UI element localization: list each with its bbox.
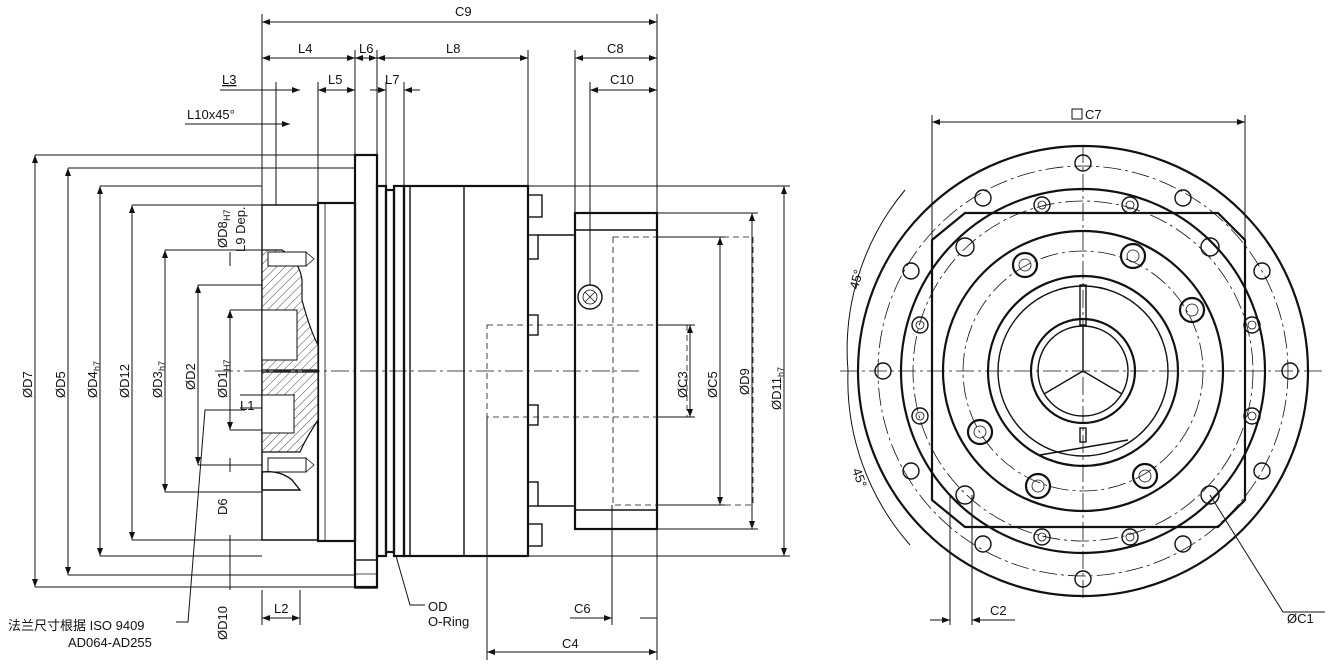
label-l6: L6 — [359, 41, 373, 56]
adapter-holes — [955, 237, 1220, 505]
label-c3: ØC3 — [675, 371, 690, 398]
label-d10: ØD10 — [215, 606, 230, 640]
label-c4: C4 — [562, 636, 579, 651]
outer-flange-circle — [856, 144, 1310, 598]
label-angle-1: 45° — [846, 268, 866, 291]
housing — [402, 184, 530, 558]
input-bore — [1029, 317, 1137, 425]
label-d12: ØD12 — [117, 364, 132, 398]
label-c5: ØC5 — [705, 371, 720, 398]
label-d1: ØD1 — [215, 371, 230, 398]
note-iso-line1: 法兰尺寸根据 ISO 9409 — [8, 618, 145, 633]
label-d4-sub: h7 — [92, 361, 102, 371]
label-d1-sub: H7 — [222, 359, 232, 371]
label-d8: ØD8 — [215, 221, 230, 248]
label-d8-sub: H7 — [222, 209, 232, 221]
square-symbol — [1071, 108, 1083, 120]
label-c8: C8 — [607, 41, 624, 56]
label-l3: L3 — [222, 72, 236, 87]
note-iso-line2: AD064-AD255 — [68, 635, 152, 650]
label-l1: L1 — [240, 398, 254, 413]
label-l2: L2 — [274, 601, 288, 616]
label-d9: ØD9 — [737, 368, 752, 395]
label-oring: O-Ring — [428, 614, 469, 629]
front-view: C7 C2 ØC1 45° 45° — [840, 107, 1325, 626]
label-od: OD — [428, 599, 448, 614]
label-c9: C9 — [455, 4, 472, 19]
label-angle-2: 45° — [849, 466, 870, 490]
label-c10: C10 — [610, 72, 634, 87]
label-l5: L5 — [328, 72, 342, 87]
left-dimensions — [32, 154, 355, 590]
label-l10: L10x45° — [187, 107, 235, 122]
label-d4: ØD4 — [85, 371, 100, 398]
label-d3-sub: h7 — [157, 361, 167, 371]
label-l8: L8 — [446, 41, 460, 56]
square-adapter — [930, 211, 1247, 529]
label-d3: ØD3 — [150, 371, 165, 398]
label-d5: ØD5 — [53, 371, 68, 398]
label-d7: ØD7 — [20, 371, 35, 398]
label-c6: C6 — [574, 601, 591, 616]
label-l7: L7 — [385, 72, 399, 87]
label-c7: C7 — [1085, 107, 1102, 122]
socket-screws — [911, 196, 1261, 546]
label-c2: C2 — [990, 603, 1007, 618]
label-l9: L9 Dep. — [233, 206, 248, 252]
bottom-dimensions — [176, 409, 658, 660]
label-l4: L4 — [298, 41, 312, 56]
motor-adapter — [573, 211, 659, 531]
label-d6: D6 — [215, 498, 230, 515]
label-c1: ØC1 — [1287, 611, 1314, 626]
top-dimensions — [185, 14, 658, 285]
side-view: C9 L4 L6 L8 C8 C10 L3 L5 L7 L10x45° L1 L… — [8, 4, 790, 660]
outer-holes — [874, 154, 1299, 588]
label-d2: ØD2 — [183, 363, 198, 390]
right-dimensions — [528, 185, 790, 557]
housing-bolts — [527, 194, 575, 547]
label-d11: ØD11 — [769, 377, 784, 410]
label-d11-sub: h7 — [776, 367, 786, 377]
